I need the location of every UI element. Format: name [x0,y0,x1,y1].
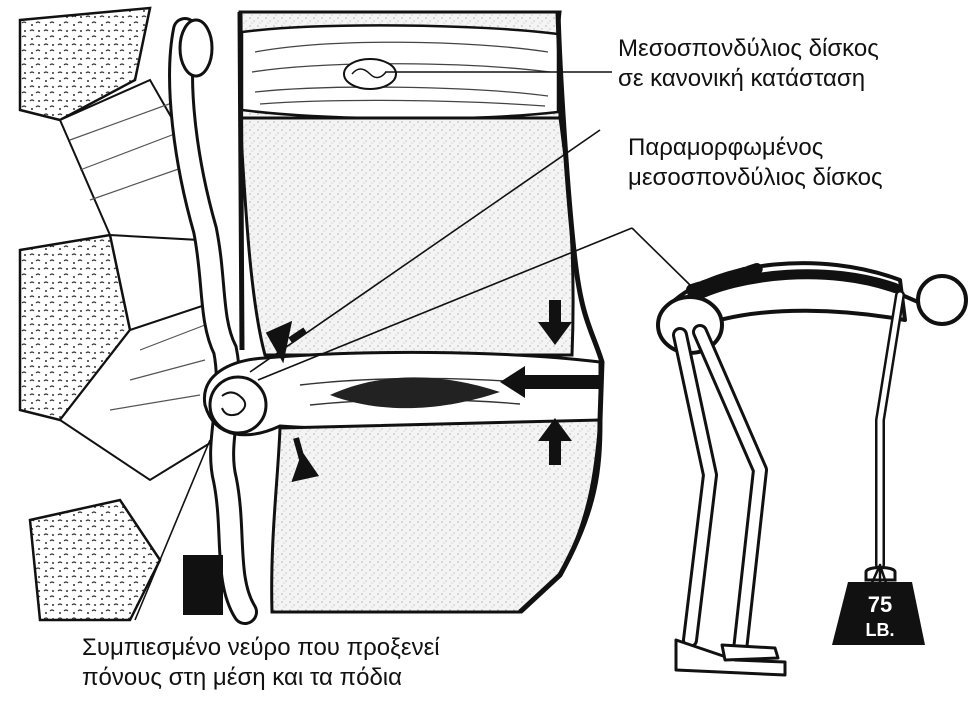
normal-disc-label: Μεσοσπονδύλιος δίσκος σε κανονική κατάστ… [618,34,879,94]
deformed-disc-label-line-2: μεσοσπονδύλιος δίσκος [628,163,883,193]
bending-figure [658,263,966,675]
normal-disc-label-line-2: σε κανονική κατάσταση [618,64,879,94]
normal-disc-label-line-1: Μεσοσπονδύλιος δίσκος [618,34,879,64]
weight-unit: LB. [866,620,895,640]
posterior-spine-outline [240,12,242,350]
compressed-nerve-label-line-2: πόνους στη μέση και τα πόδια [82,663,440,693]
compressed-nerve-label-line-1: Συμπιεσμένο νεύρο που προξενεί [82,633,440,663]
deformed-disc-label-line-1: Παραμορφωμένος [628,133,883,163]
weight-block: 75 LB. [832,568,925,646]
weight-amount: 75 [868,592,892,617]
compressed-nerve-label: Συμπιεσμένο νεύρο που προξενεί πόνους στ… [82,633,440,693]
deformed-disc-label: Παραμορφωμένος μεσοσπονδύλιος δίσκος [628,133,883,193]
